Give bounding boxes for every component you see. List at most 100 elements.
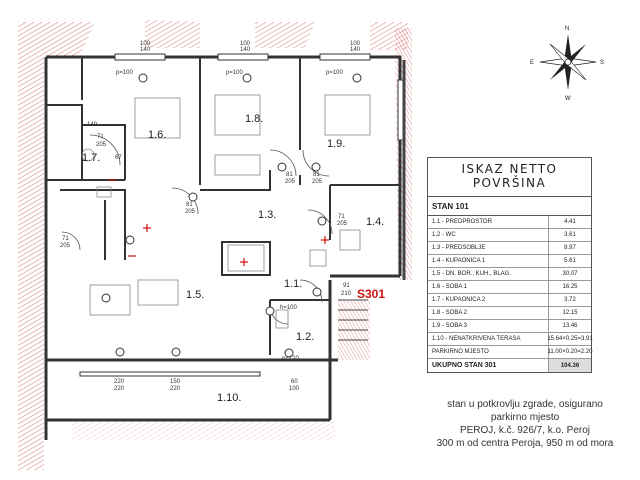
area-total-value: 104.36 xyxy=(548,359,591,372)
note-line: stan u potkrovlju zgrade, osigurano xyxy=(447,399,603,410)
area-row-value: 4.41 xyxy=(548,216,591,228)
dim-140b: 140 xyxy=(240,47,251,53)
compass-rose: N S E W xyxy=(530,26,604,102)
dim-71: 71 xyxy=(97,134,104,140)
compass-e: E xyxy=(530,60,534,66)
compass-n: N xyxy=(565,26,569,32)
area-row-label: 1.5 - DN. BOR., KUH., BLAG. xyxy=(432,271,512,277)
room-label-1-10: 1.10. xyxy=(217,392,241,404)
dim-71c: 71 xyxy=(62,236,69,242)
room-label-1-6: 1.6. xyxy=(148,129,166,141)
area-table: ISKAZ NETTO POVRŠINA STAN 101 1.1 - PRED… xyxy=(427,157,593,373)
area-table-row: 1.3 - PREDSOBLJE 8.97 xyxy=(428,242,591,255)
dim-205e: 205 xyxy=(337,221,348,227)
stairs xyxy=(338,60,406,341)
dim-220c: 220 xyxy=(170,386,181,392)
area-row-label: 1.10 - NENATKRIVENA TERASA xyxy=(432,336,521,342)
area-row-label: 1.3 - PREDSOBLJE xyxy=(432,245,486,251)
windows xyxy=(79,53,405,377)
dim-71b: 71 xyxy=(338,214,345,220)
area-table-title: ISKAZ NETTO POVRŠINA xyxy=(428,158,591,197)
dim-205f: 205 xyxy=(60,243,71,249)
unit-code-label: S301 xyxy=(357,287,385,301)
area-row-value: 3.61 xyxy=(548,229,591,241)
area-table-row: 1.4 - KUPAONICA 1 5.61 xyxy=(428,255,591,268)
area-table-row: 1.1 - PREDPROSTOR 4.41 xyxy=(428,216,591,229)
room-label-1-4: 1.4. xyxy=(366,216,384,228)
dim-150: 150 xyxy=(170,379,181,385)
red-markers xyxy=(108,179,329,266)
dim-p100c: p=100 xyxy=(326,70,344,76)
area-table-row: 1.10 - NENATKRIVENA TERASA 15.64×0.25=3.9… xyxy=(428,333,593,346)
area-row-label: 1.8 - SOBA 2 xyxy=(432,310,468,316)
dim-81c: 81 xyxy=(313,172,320,178)
area-row-label: 1.9 - SOBA 3 xyxy=(432,323,468,329)
roof-hatching xyxy=(18,20,412,470)
compass-s: S xyxy=(600,60,604,66)
dim-140c: 140 xyxy=(350,47,361,53)
area-table-row: 1.2 - WC 3.61 xyxy=(428,229,591,242)
note-line: PEROJ, k.č. 926/7, k.o. Peroj xyxy=(459,425,591,436)
inner-walls xyxy=(46,57,400,355)
dim-205: 205 xyxy=(96,142,107,148)
note-line: 300 m od centra Peroja, 950 m od mora xyxy=(436,438,614,449)
dim-210: 210 xyxy=(341,291,352,297)
note-line: parkirno mjesto xyxy=(490,412,560,423)
room-label-1-5: 1.5. xyxy=(186,289,204,301)
fixtures xyxy=(101,73,362,358)
dim-p120: p=120 xyxy=(282,356,300,362)
area-row-label: 1.7 - KUPAONICA 2 xyxy=(432,297,486,303)
dim-100a: 100 xyxy=(289,386,300,392)
area-row-value: 15.64×0.25=3.91 xyxy=(547,333,593,345)
dim-205b: 205 xyxy=(185,209,196,215)
dim-100b: 100 xyxy=(140,41,151,47)
dim-81b: 81 xyxy=(286,172,293,178)
area-row-label: 1.2 - WC xyxy=(432,232,456,238)
dim-p100b: p=100 xyxy=(226,70,244,76)
dim-60: 60 xyxy=(291,379,298,385)
room-label-1-7: 1.7. xyxy=(82,152,100,164)
area-row-value: 5.61 xyxy=(548,255,591,267)
area-table-row: 1.8 - SOBA 2 12.15 xyxy=(428,307,591,320)
compass-w: W xyxy=(565,96,571,102)
dim-100d: 100 xyxy=(350,41,361,47)
area-table-total-row: UKUPNO STAN 301 104.36 xyxy=(428,359,591,372)
area-total-label: UKUPNO STAN 301 xyxy=(432,362,497,369)
dim-p100a: p=100 xyxy=(116,70,134,76)
area-table-row: 1.6 - SOBA 1 16.25 xyxy=(428,281,591,294)
area-row-label: 1.1 - PREDPROSTOR xyxy=(432,219,492,225)
room-label-1-2: 1.2. xyxy=(296,331,314,343)
area-row-value: 11.00×0.20=2.20 xyxy=(548,346,592,358)
area-table-row: PARKIRNO MJESTO 11.00×0.20=2.20 xyxy=(428,346,592,359)
dim-220a: 220 xyxy=(114,386,125,392)
furniture xyxy=(81,94,371,329)
dim-220b: 220 xyxy=(114,379,125,385)
room-label-1-1: 1.1. xyxy=(284,278,302,290)
area-row-value: 3.72 xyxy=(548,294,591,306)
dim-h100: h=100 xyxy=(280,305,298,311)
dim-140a: 140 xyxy=(140,47,151,53)
dim-91: 91 xyxy=(343,283,350,289)
area-table-row: 1.7 - KUPAONICA 2 3.72 xyxy=(428,294,591,307)
room-label-1-9: 1.9. xyxy=(327,138,345,150)
room-label-1-3: 1.3. xyxy=(258,209,276,221)
dim-205c: 205 xyxy=(285,179,296,185)
room-label-1-8: 1.8. xyxy=(245,113,263,125)
dim-67: 67 xyxy=(115,155,122,161)
area-table-row: 1.9 - SOBA 3 13.46 xyxy=(428,320,591,333)
area-row-value: 30.07 xyxy=(548,268,591,280)
area-row-value: 16.25 xyxy=(548,281,591,293)
area-table-header: STAN 101 xyxy=(428,197,591,216)
area-row-label: PARKIRNO MJESTO xyxy=(432,349,489,355)
area-row-label: 1.4 - KUPAONICA 1 xyxy=(432,258,486,264)
dim-149: 149 xyxy=(87,122,98,128)
dim-100c: 100 xyxy=(240,41,251,47)
area-row-value: 12.15 xyxy=(548,307,591,319)
dim-81a: 81 xyxy=(186,202,193,208)
area-table-row: 1.5 - DN. BOR., KUH., BLAG. 30.07 xyxy=(428,268,591,281)
area-row-value: 8.97 xyxy=(548,242,591,254)
area-row-label: 1.6 - SOBA 1 xyxy=(432,284,468,290)
area-row-value: 13.46 xyxy=(548,320,591,332)
